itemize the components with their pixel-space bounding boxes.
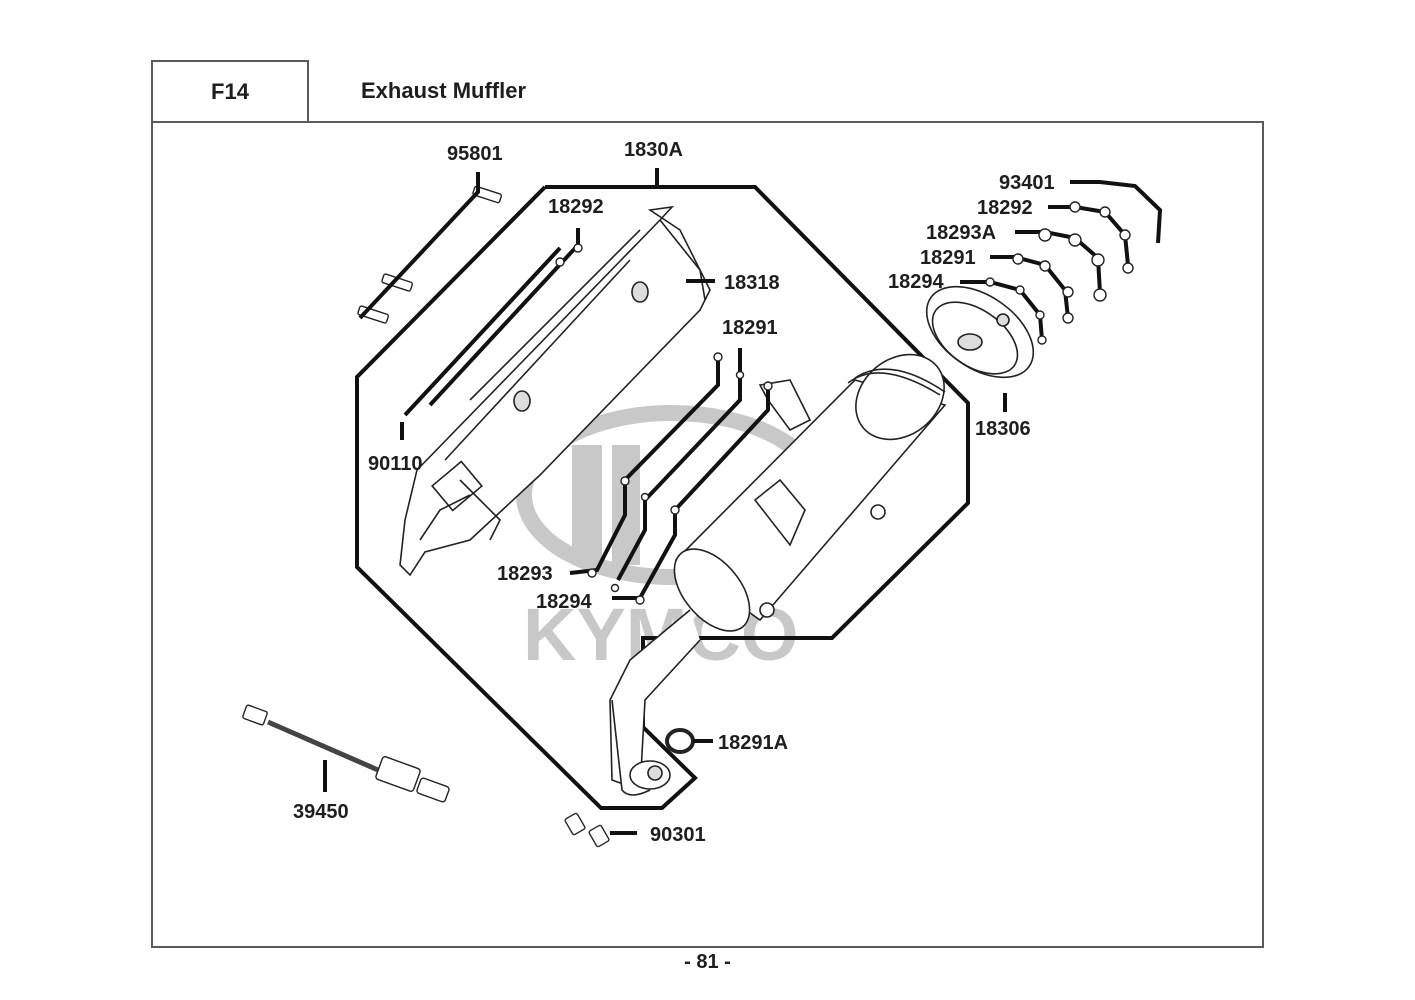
part-label-93401: 93401 [999,172,1055,194]
washers [555,201,1134,605]
part-label-1830A: 1830A [624,139,683,161]
watermark-k-bar [572,445,602,565]
muffler-body [609,353,947,796]
part-label-90301: 90301 [650,824,706,846]
diagram-frame [151,121,1264,948]
part-label-18294-mid: 18294 [536,591,592,613]
part-label-90110: 90110 [368,453,423,475]
part-label-18293A: 18293A [926,222,996,244]
section-title: Exhaust Muffler [361,77,527,103]
part-label-18291A: 18291A [718,732,788,754]
section-header: F14 Exhaust Muffler [151,60,1263,122]
part-label-18318: 18318 [724,272,780,294]
page-number: - 81 - [684,951,731,973]
section-code: F14 [151,60,309,121]
part-label-18306: 18306 [975,418,1031,440]
heat-shield [399,205,711,577]
oxygen-sensor [242,704,450,803]
part-label-18291-mid: 18291 [722,317,778,339]
part-label-95801: 95801 [447,143,503,165]
part-label-18293: 18293 [497,563,553,585]
part-label-18292-shield: 18292 [548,196,604,218]
tail-cap [925,285,1035,379]
flange-nuts [564,812,610,848]
part-label-39450: 39450 [293,801,349,823]
part-label-18291-cap: 18291 [920,247,976,269]
part-label-18292-cap: 18292 [977,197,1033,219]
exhaust-gasket [665,728,695,754]
part-label-18294-cap: 18294 [888,271,944,293]
